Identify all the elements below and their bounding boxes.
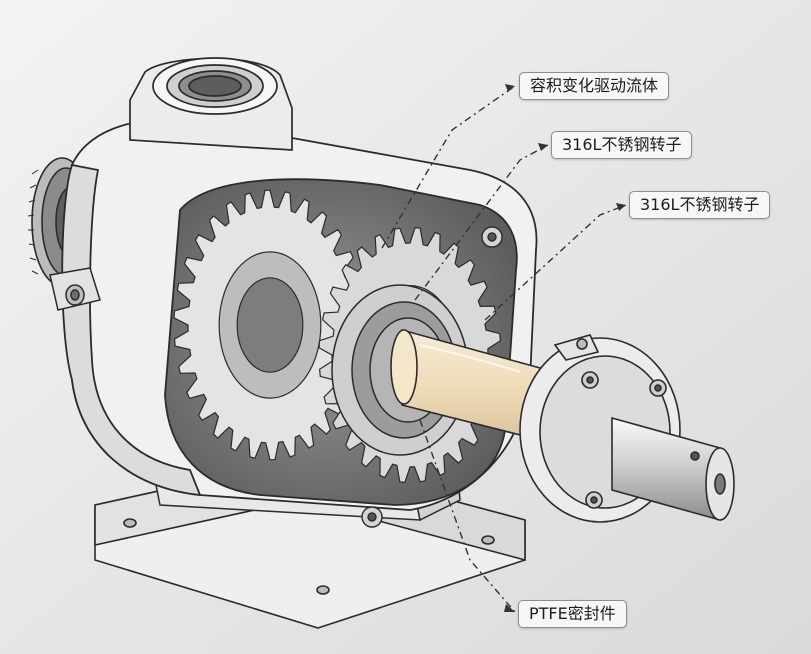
leader-line-rotor-1	[414, 144, 549, 301]
drive-gear-bore	[236, 277, 304, 373]
drive-gear	[173, 189, 367, 461]
callout-fluid-displacement: 容积变化驱动流体	[519, 72, 670, 100]
leader-line-seal	[419, 419, 516, 613]
callout-rotor-driven: 316L不锈钢转子	[629, 191, 771, 219]
cavity-bolts	[361, 226, 503, 528]
output-shaft	[611, 416, 735, 522]
side-lug	[49, 267, 101, 311]
callout-seal: PTFE密封件	[518, 600, 627, 628]
inlet-port	[129, 57, 293, 151]
leader-lines	[381, 85, 627, 613]
callout-rotor-drive: 316L不锈钢转子	[551, 131, 693, 159]
leader-line-fluid	[381, 85, 516, 249]
leader-arrows	[504, 84, 626, 612]
leader-line-rotor-2	[484, 204, 627, 321]
rear-hub-teeth	[27, 169, 39, 275]
